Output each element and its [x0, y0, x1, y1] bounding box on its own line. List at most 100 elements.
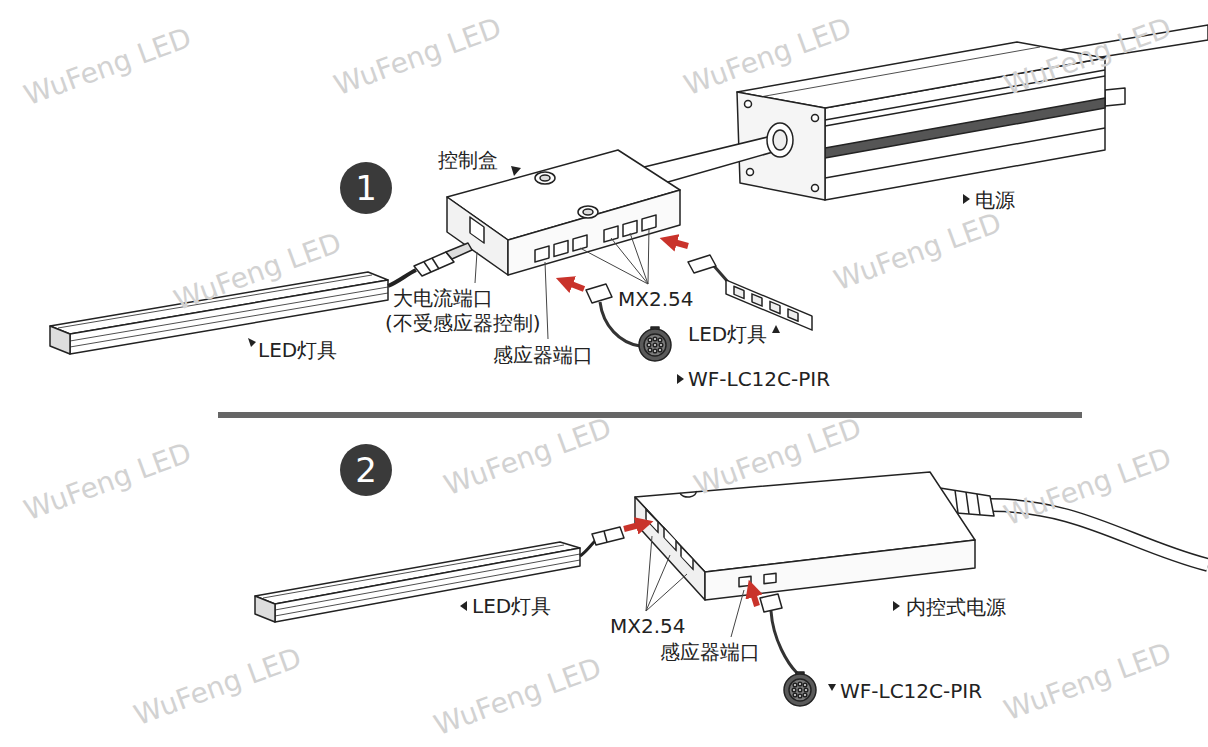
leader-line	[646, 555, 670, 611]
port-label: 感应器端口	[493, 343, 593, 367]
pointer-triangle	[963, 194, 970, 204]
pointer-triangle	[893, 601, 900, 611]
sensor-lead	[771, 611, 797, 673]
insert-arrow	[752, 590, 757, 606]
power-supply	[812, 115, 819, 122]
sensor-lead	[760, 594, 782, 612]
led-fixture	[604, 531, 607, 542]
internal-power-supply	[705, 540, 975, 600]
internal-power-supply	[977, 494, 980, 515]
led-fixture	[255, 527, 624, 622]
led-fixture	[275, 548, 580, 622]
insert-arrow	[670, 241, 688, 246]
led-fixture	[414, 252, 454, 276]
output-cable	[767, 123, 793, 157]
led-fixture	[580, 541, 595, 556]
leader-line	[611, 238, 648, 284]
port-label: 感应器端口	[660, 640, 760, 664]
leader-line	[475, 252, 477, 283]
power-supply	[745, 101, 752, 108]
callout-number: 1	[340, 162, 392, 214]
watermark: WuFeng LED	[440, 411, 616, 503]
watermark: WuFeng LED	[1000, 636, 1176, 728]
pointer-triangle	[677, 374, 684, 384]
leader-line	[731, 590, 744, 637]
pointer-triangle	[511, 166, 521, 176]
control-box	[470, 217, 484, 243]
section-divider	[218, 412, 1082, 418]
control-box	[447, 197, 508, 275]
leader-line	[648, 228, 649, 284]
power-supply	[825, 98, 1105, 158]
control-box	[554, 240, 568, 256]
led-strip	[788, 309, 798, 321]
model-number: WF-LC12C-PIR	[840, 679, 982, 703]
sensor-lead	[639, 327, 671, 361]
led-fixture	[255, 596, 275, 622]
port-note: (不受感应器控制)	[385, 311, 541, 335]
power-supply	[747, 169, 754, 176]
watermark: WuFeng LED	[430, 651, 606, 743]
led-fixture	[50, 326, 70, 354]
callout-text: 1	[355, 171, 377, 205]
internal-power-supply	[664, 528, 676, 551]
sensor-lead	[760, 594, 816, 706]
watermark: WuFeng LED	[330, 11, 506, 103]
pointer-triangle	[828, 684, 836, 691]
control-box	[535, 246, 549, 262]
power-supply	[1105, 88, 1125, 106]
watermark: WuFeng LED	[20, 21, 196, 113]
led-strip	[734, 286, 744, 298]
connector-type: MX2.54	[618, 287, 694, 311]
insert-arrow	[624, 524, 757, 606]
control-box	[508, 190, 680, 275]
led-fixture	[424, 262, 431, 272]
part-label: 控制盒	[438, 148, 498, 172]
internal-power-supply	[681, 547, 693, 570]
pointer-triangle	[460, 601, 467, 611]
watermark: WuFeng LED	[130, 641, 306, 733]
led-strip	[688, 255, 716, 273]
control-box	[604, 226, 618, 242]
power-supply	[812, 185, 819, 192]
watermark: WuFeng LED	[20, 436, 196, 528]
internal-power-supply	[966, 492, 969, 514]
pointer-triangle	[248, 338, 256, 347]
model-number: WF-LC12C-PIR	[688, 367, 830, 391]
part-label: 内控式电源	[906, 595, 1006, 619]
power-supply	[825, 128, 1105, 178]
connector-type: MX2.54	[610, 614, 686, 638]
output-cable	[773, 130, 787, 150]
led-strip	[770, 301, 780, 313]
led-fixture	[446, 243, 472, 259]
sensor-lead	[784, 672, 816, 706]
internal-power-supply	[635, 497, 705, 600]
pointer-triangle	[772, 325, 780, 333]
led-strip	[752, 294, 762, 306]
leader-line	[580, 248, 648, 284]
watermark: WuFeng LED	[830, 206, 1006, 298]
control-box	[540, 175, 550, 181]
led-fixture	[70, 293, 388, 347]
control-box	[583, 209, 593, 215]
callout-text: 2	[355, 453, 377, 487]
internal-power-supply	[646, 510, 658, 533]
led-fixture	[592, 527, 624, 545]
part-label: LED灯具	[472, 594, 551, 618]
insert-arrow	[566, 241, 688, 289]
insert-arrow	[624, 524, 643, 529]
insert-arrow	[566, 282, 584, 289]
part-label: LED灯具	[258, 338, 337, 362]
port-label: 大电流端口	[393, 286, 493, 310]
control-box	[535, 172, 555, 184]
internal-power-supply	[680, 491, 696, 497]
internal-power-supply	[739, 576, 751, 586]
control-box	[573, 235, 587, 251]
part-label: LED灯具	[688, 322, 767, 346]
leader-line	[630, 233, 648, 284]
callout-number: 2	[340, 444, 392, 496]
internal-power-supply	[635, 472, 994, 600]
leader-line	[646, 574, 687, 611]
